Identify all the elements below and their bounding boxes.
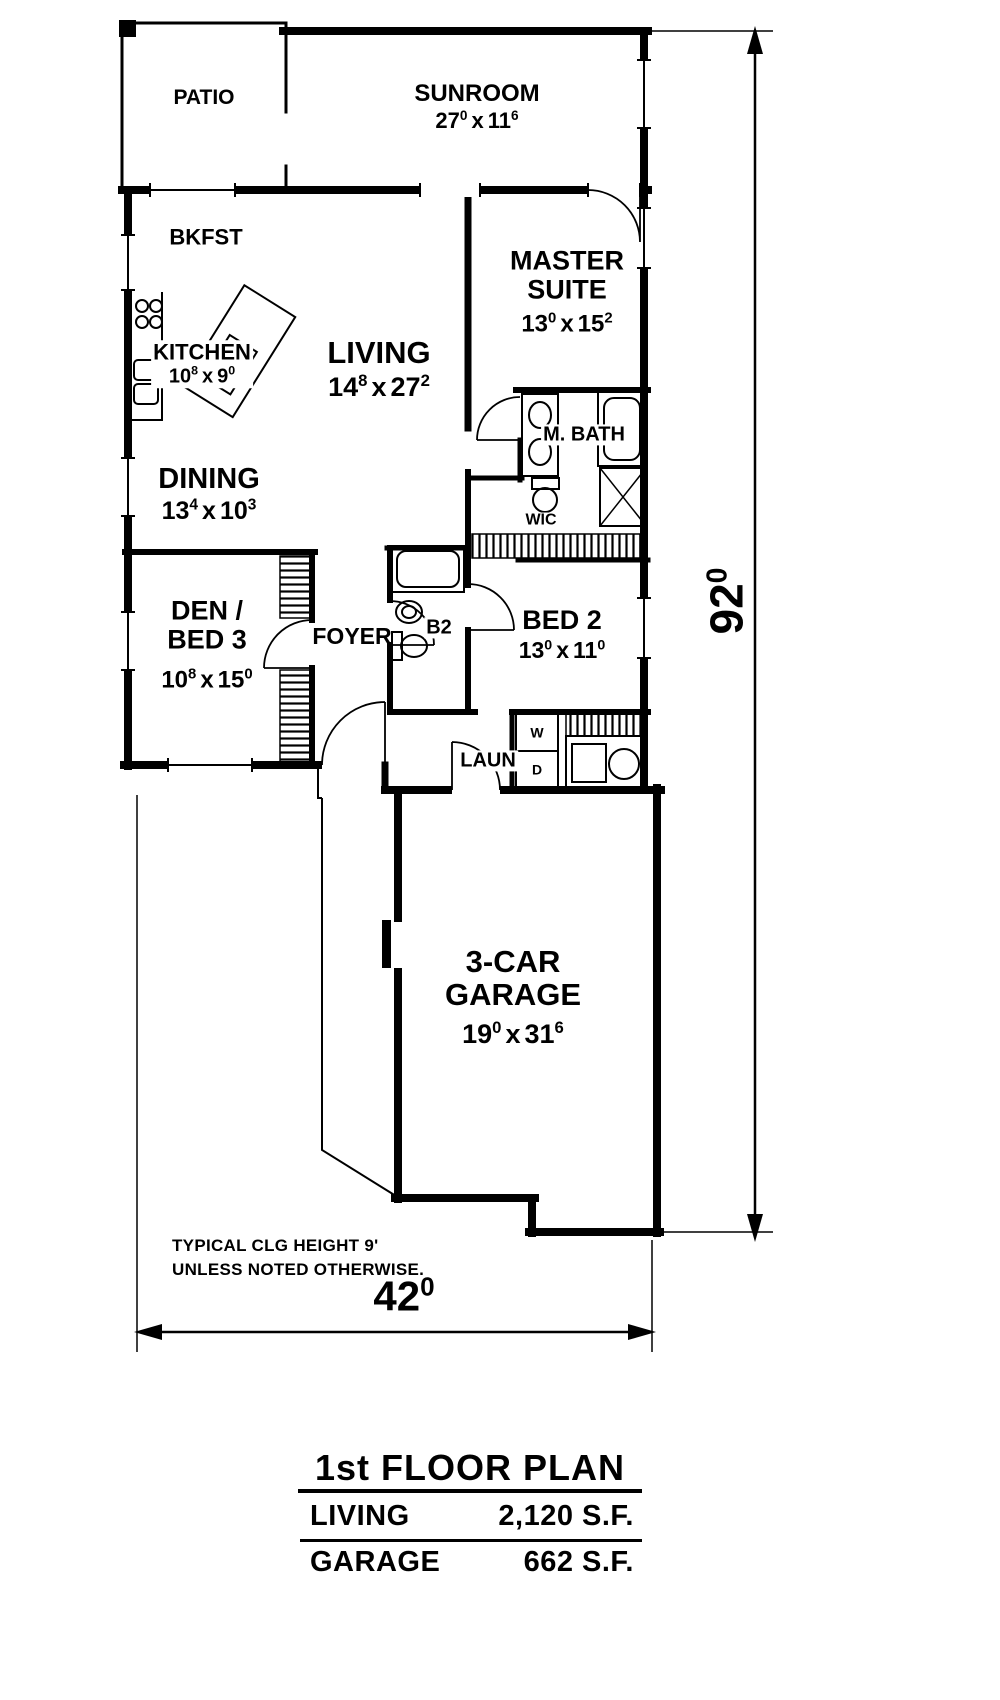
dimension-lines — [134, 26, 773, 1352]
dryer-label: D — [531, 761, 543, 778]
room-name: SUITE — [527, 274, 607, 305]
ceiling-note: TYPICAL CLG HEIGHT 9' UNLESS NOTED OTHER… — [172, 1234, 424, 1282]
room-label-master-bath: M. BATH — [541, 423, 627, 446]
room-name: KITCHEN — [153, 339, 251, 365]
dimension-height-label: 920 — [700, 567, 753, 635]
porch-outline — [317, 769, 397, 1197]
room-name: GARAGE — [444, 976, 582, 1012]
ceiling-note-line2: UNLESS NOTED OTHERWISE. — [172, 1259, 425, 1279]
area-value: 2,120 S.F. — [498, 1500, 634, 1532]
room-name: DEN / — [170, 595, 244, 626]
closet-hatching — [279, 533, 645, 763]
area-row-living: LIVING 2,120 S.F. — [300, 1496, 642, 1539]
washer-label: W — [530, 724, 544, 741]
room-name: LIVING — [327, 334, 431, 370]
room-label-bkfst: BKFST — [169, 224, 243, 250]
row-divider — [300, 1539, 642, 1542]
area-label: GARAGE — [310, 1546, 441, 1578]
room-name: MASTER — [510, 245, 624, 276]
plan-title: 1st FLOOR PLAN — [314, 1446, 626, 1488]
room-label-b2: B2 — [424, 616, 454, 639]
area-table: LIVING 2,120 S.F. GARAGE 662 S.F. — [300, 1496, 642, 1585]
room-label-laundry: LAUN — [458, 749, 518, 772]
area-row-garage: GARAGE 662 S.F. — [300, 1542, 642, 1585]
windows — [121, 59, 651, 772]
room-name: 3-CAR — [465, 943, 561, 979]
area-label: LIVING — [310, 1500, 410, 1532]
area-value: 662 S.F. — [523, 1546, 634, 1578]
dimension-width-label: 420 — [373, 1271, 435, 1320]
room-label-patio: PATIO — [173, 85, 235, 109]
room-name: BED 3 — [167, 624, 247, 655]
room-name: DINING — [158, 462, 260, 495]
ceiling-note-line1: TYPICAL CLG HEIGHT 9' — [172, 1236, 379, 1255]
doors — [263, 189, 641, 968]
room-label-foyer: FOYER — [312, 622, 392, 649]
room-name: SUNROOM — [414, 80, 540, 108]
title-underline — [298, 1489, 642, 1493]
room-label-wic: WIC — [523, 511, 559, 530]
room-name: BED 2 — [522, 605, 602, 636]
